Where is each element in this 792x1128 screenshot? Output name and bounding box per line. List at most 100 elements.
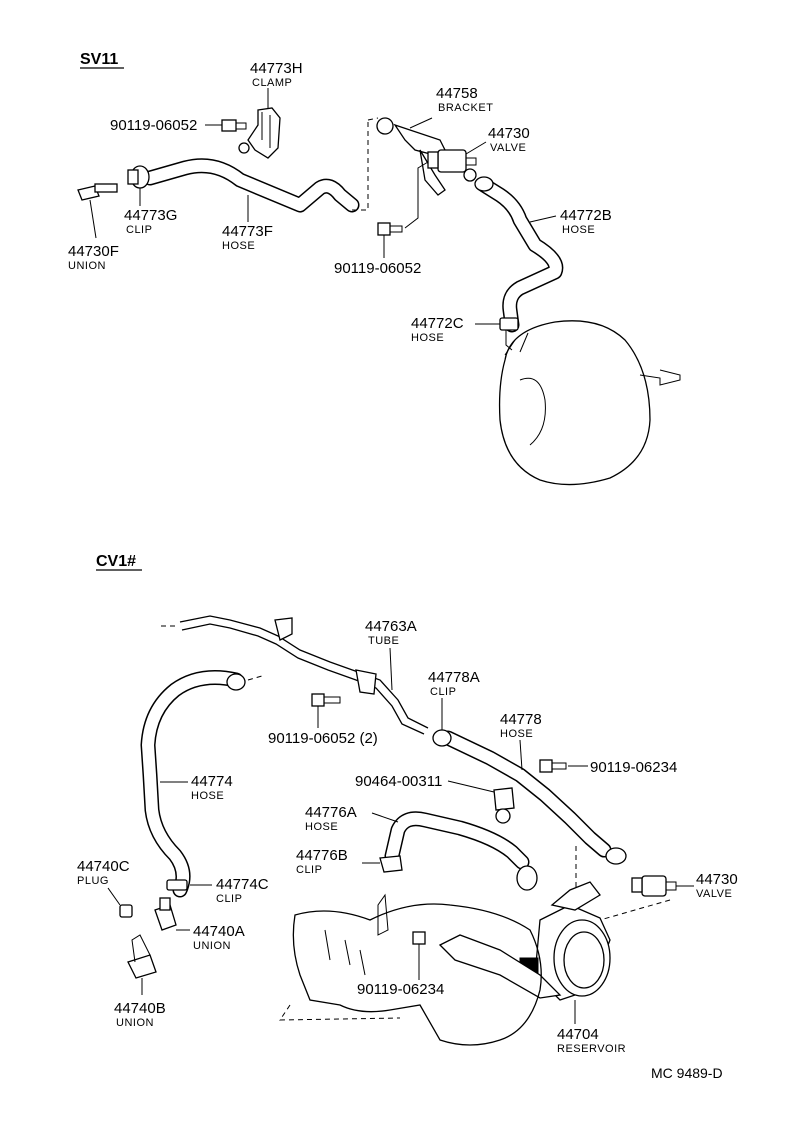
svg-text:TUBE: TUBE [368,635,399,647]
label-44774C: 44774C CLIP [190,876,269,905]
clip-44774C-drawing [166,879,188,891]
bolt-90119-06234-b-drawing [412,931,426,980]
svg-text:44758: 44758 [436,85,478,102]
svg-text:HOSE: HOSE [411,332,444,344]
svg-text:CLIP: CLIP [430,686,456,698]
clip-44776B-drawing [379,855,403,873]
bolt-90119-b-drawing [377,161,429,258]
svg-text:HOSE: HOSE [562,224,595,236]
section-sv11: SV11 [68,51,681,486]
svg-text:HOSE: HOSE [222,240,255,252]
hose-44773F-drawing [142,158,360,213]
svg-text:44774: 44774 [191,773,233,790]
label-44773G: 44773G CLIP [124,188,177,236]
label-90119-06234-b: 90119-06234 [357,981,444,998]
svg-text:UNION: UNION [193,940,231,952]
svg-text:RESERVOIR: RESERVOIR [557,1043,626,1055]
label-44704: 44704 RESERVOIR [557,1000,626,1055]
label-90119-06234-a: 90119-06234 [568,759,677,776]
svg-text:44776A: 44776A [305,804,357,821]
valve-44730-cv-drawing [599,875,677,921]
hose-44776A-drawing [384,811,538,891]
svg-text:CLAMP: CLAMP [252,77,292,89]
hose-44774-drawing [140,670,263,898]
hose-44772B-drawing [474,176,564,333]
svg-text:90119-06052: 90119-06052 [110,117,197,134]
section-cv1: CV1# [77,553,738,1055]
svg-text:44778A: 44778A [428,669,480,686]
hose-44778-drawing [432,729,627,890]
svg-text:44730F: 44730F [68,243,119,260]
union-44730F-drawing [77,183,118,239]
label-44740B: 44740B UNION [114,1000,166,1029]
label-44776B: 44776B CLIP [296,847,380,876]
label-44740C: 44740C PLUG [77,858,130,887]
svg-text:CLIP: CLIP [296,864,322,876]
reservoir-44704-drawing [438,881,611,1001]
svg-text:UNION: UNION [116,1017,154,1029]
label-44776A: 44776A HOSE [305,804,399,833]
union-44740B-drawing [127,934,157,995]
svg-text:90119-06052: 90119-06052 [334,260,421,277]
label-44772B: 44772B HOSE [529,207,612,236]
label-44730-cv: 44730 VALVE [676,871,738,900]
svg-text:VALVE: VALVE [696,888,732,900]
svg-text:VALVE: VALVE [490,142,526,154]
label-44730F: 44730F UNION [68,243,119,272]
union-44740A-drawing [154,897,177,931]
svg-text:44740C: 44740C [77,858,130,875]
label-44774: 44774 HOSE [160,773,233,802]
label-90119-06052-2: 90119-06052 (2) [268,730,378,747]
engine-outline-drawing [279,893,542,1046]
section-title-cv1: CV1# [96,553,136,570]
svg-text:44772B: 44772B [560,207,612,224]
svg-text:PLUG: PLUG [77,875,109,887]
label-44773H: 44773H CLAMP [250,60,303,108]
svg-text:44772C: 44772C [411,315,464,332]
clip-90464-drawing [493,787,515,824]
svg-text:BRACKET: BRACKET [438,102,493,114]
svg-text:44773G: 44773G [124,207,177,224]
bracket-44758-drawing [376,117,446,196]
section-title-sv11: SV11 [80,51,118,68]
label-44778: 44778 HOSE [500,711,542,771]
bolt-90119-2-drawing [311,693,341,728]
svg-text:44773H: 44773H [250,60,303,77]
dashed-connector-sv11 [352,120,369,211]
svg-text:HOSE: HOSE [500,728,533,740]
drawing-code: MC 9489-D [651,1065,723,1081]
label-44772C: 44772C HOSE [411,315,500,344]
svg-text:44740B: 44740B [114,1000,166,1017]
svg-text:44704: 44704 [557,1026,599,1043]
svg-text:44778: 44778 [500,711,542,728]
label-44763A: 44763A TUBE [365,618,417,691]
svg-text:44774C: 44774C [216,876,269,893]
svg-text:90119-06234: 90119-06234 [357,981,444,998]
valve-44730-drawing [427,149,477,182]
bolt-90119-a-drawing [205,119,247,132]
plug-44740C-drawing [107,887,133,918]
svg-text:90464-00311: 90464-00311 [355,773,442,790]
label-44773F: 44773F HOSE [222,195,273,252]
label-90119-06052-a: 90119-06052 [110,117,197,134]
svg-text:90119-06234: 90119-06234 [590,759,677,776]
svg-text:44773F: 44773F [222,223,273,240]
label-90119-06052-b: 90119-06052 [334,260,421,277]
clip-44773G-drawing [127,165,150,189]
svg-text:44740A: 44740A [193,923,245,940]
hose-44772C-drawing [499,317,519,351]
svg-text:CLIP: CLIP [126,224,152,236]
svg-text:44730: 44730 [488,125,530,142]
clamp-44773H-drawing [238,107,281,159]
svg-text:UNION: UNION [68,260,106,272]
svg-text:CLIP: CLIP [216,893,242,905]
svg-text:44763A: 44763A [365,618,417,635]
bolt-90119-06234-a-drawing [539,759,567,773]
label-44758: 44758 BRACKET [436,85,493,114]
brake-booster-drawing [498,320,681,486]
svg-text:44730: 44730 [696,871,738,888]
label-44730-sv11: 44730 VALVE [465,125,530,155]
tube-44763A-drawing [160,615,429,735]
